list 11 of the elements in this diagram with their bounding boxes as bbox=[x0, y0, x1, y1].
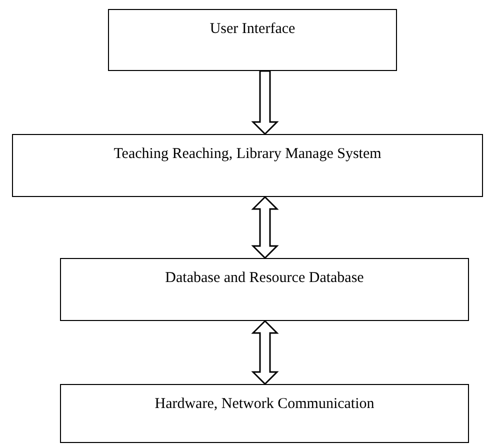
process-box bbox=[60, 258, 469, 321]
box-label: Teaching Reaching, Library Manage System bbox=[114, 145, 382, 163]
block-arrow bbox=[251, 320, 279, 386]
process-box bbox=[108, 9, 397, 71]
box-label: Database and Resource Database bbox=[165, 269, 364, 287]
box-label: Hardware, Network Communication bbox=[154, 395, 374, 413]
process-box bbox=[12, 134, 483, 197]
block-arrow bbox=[251, 196, 279, 260]
block-arrow bbox=[251, 70, 279, 136]
box-label: User Interface bbox=[210, 20, 296, 38]
process-box bbox=[60, 384, 469, 443]
